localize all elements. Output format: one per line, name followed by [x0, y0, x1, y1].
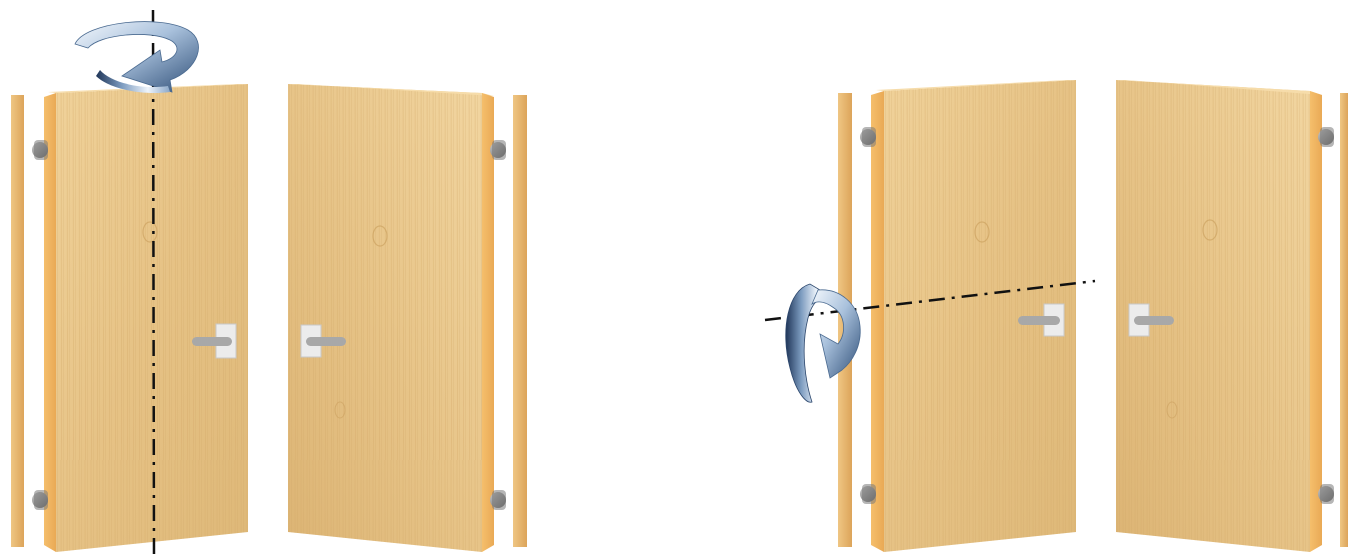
hinge-icon [32, 490, 48, 510]
rotation-arrow-icon [75, 22, 198, 93]
right-door [288, 84, 494, 552]
left-door-edge [44, 93, 56, 552]
hinge-icon [860, 484, 876, 504]
left-door-pair [11, 10, 527, 558]
hinge-icon [490, 140, 506, 160]
right-frame-strip [513, 95, 527, 547]
right-door-edge [482, 93, 494, 552]
hinge-icon [860, 127, 876, 147]
hinge-icon [32, 140, 48, 160]
left-frame-strip [11, 95, 24, 547]
hinge-icon [1318, 484, 1334, 504]
right-door-pair [765, 80, 1348, 552]
left-door-edge [871, 91, 884, 552]
hinge-icon [1318, 127, 1334, 147]
right-door-edge [1310, 91, 1322, 552]
hinge-icon [490, 490, 506, 510]
left-door [48, 84, 248, 552]
right-frame-strip [1340, 93, 1348, 547]
